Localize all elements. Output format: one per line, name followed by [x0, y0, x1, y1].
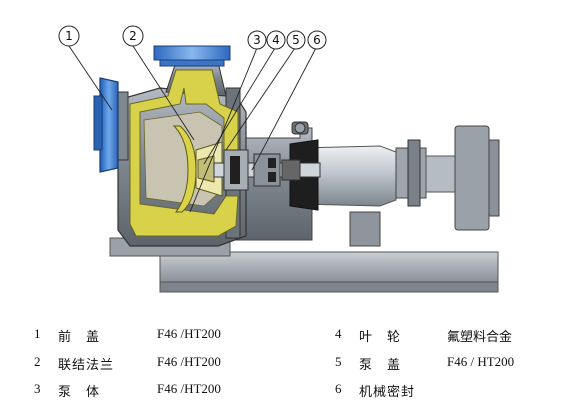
svg-text:6: 6 [313, 33, 321, 47]
parts-legend-right: 4 叶 轮 氟塑料合金 5 泵 盖 F46 / HT200 6 机械密封 [335, 326, 563, 412]
svg-text:3: 3 [253, 33, 261, 47]
part-material: F46 /HT200 [157, 381, 221, 396]
callout-2: 2 [122, 25, 144, 47]
part-material: F46 /HT200 [157, 326, 221, 341]
legend-row: 6 机械密封 [335, 381, 563, 400]
part-name: 机械密封 [359, 385, 416, 400]
part-name: 泵 体 [58, 385, 101, 400]
inlet-flange [93, 77, 119, 173]
legend-row: 3 泵 体 F46 /HT200 [34, 381, 274, 400]
part-number: 4 [335, 326, 342, 341]
part-number: 2 [34, 354, 41, 369]
leader-lines [68, 45, 317, 213]
part-name: 前 盖 [58, 330, 101, 345]
part-number: 6 [335, 381, 342, 396]
callout-5: 5 [286, 30, 306, 50]
part-material: 氟塑料合金 [447, 330, 513, 345]
callout-6: 6 [307, 30, 327, 50]
motor [289, 125, 500, 231]
callout-1: 1 [58, 25, 80, 47]
callout-4: 4 [266, 30, 286, 50]
part-number: 5 [335, 354, 342, 369]
part-number: 1 [34, 326, 41, 341]
part-material: F46 /HT200 [157, 354, 221, 369]
part-name: 泵 盖 [359, 358, 402, 373]
legend-row: 1 前 盖 F46 /HT200 [34, 326, 274, 345]
part-name: 叶 轮 [359, 330, 402, 345]
legend-row: 4 叶 轮 氟塑料合金 [335, 326, 563, 345]
shaft-assembly [213, 149, 321, 191]
svg-text:1: 1 [65, 29, 73, 43]
legend-row: 5 泵 盖 F46 / HT200 [335, 354, 563, 373]
part-name: 联结法兰 [58, 358, 115, 373]
parts-legend-left: 1 前 盖 F46 /HT200 2 联结法兰 F46 /HT200 3 泵 体… [34, 326, 274, 412]
part-material: F46 / HT200 [447, 354, 515, 369]
svg-text:5: 5 [292, 33, 300, 47]
callout-3: 3 [247, 30, 267, 50]
svg-text:4: 4 [272, 33, 280, 47]
legend-row: 2 联结法兰 F46 /HT200 [34, 354, 274, 373]
part-number: 3 [34, 381, 41, 396]
svg-text:2: 2 [129, 29, 137, 43]
